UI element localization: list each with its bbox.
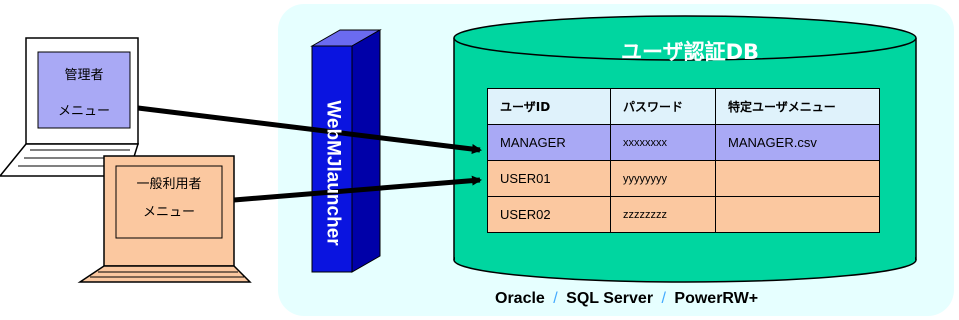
- database-title: ユーザ認証DB: [620, 40, 760, 64]
- cell-password: yyyyyyyy: [610, 160, 716, 197]
- cell-password: zzzzzzzz: [610, 196, 716, 233]
- cell-specific-menu: [715, 160, 880, 197]
- cell-specific-menu: MANAGER.csv: [715, 124, 880, 161]
- user-menu-line1: 一般利用者: [136, 176, 202, 192]
- product-sql-server: SQL Server: [566, 290, 654, 307]
- header-user-id: ユーザID: [487, 88, 611, 125]
- product-oracle: Oracle: [495, 290, 545, 307]
- admin-menu-line2: メニュー: [57, 103, 110, 119]
- user-menu-line2: メニュー: [142, 204, 195, 220]
- table-row: USER01 yyyyyyyy: [487, 160, 880, 197]
- launcher-label-wrap: WebMJlauncher: [318, 78, 348, 268]
- launcher-block: [310, 29, 382, 273]
- user-table: ユーザID パスワード 特定ユーザメニュー MANAGER xxxxxxxx M…: [487, 88, 880, 233]
- cell-user-id: USER02: [487, 196, 611, 233]
- table-row: MANAGER xxxxxxxx MANAGER.csv: [487, 124, 880, 161]
- separator: /: [553, 290, 558, 307]
- product-powerrw: PowerRW+: [674, 290, 759, 307]
- cell-password: xxxxxxxx: [610, 124, 716, 161]
- separator: /: [661, 290, 666, 307]
- cell-user-id: MANAGER: [487, 124, 611, 161]
- cell-specific-menu: [715, 196, 880, 233]
- admin-menu-line1: 管理者: [64, 67, 104, 83]
- launcher-label: WebMJlauncher: [323, 100, 345, 246]
- table-row: USER02 zzzzzzzz: [487, 196, 880, 233]
- database-products: Oracle / SQL Server / PowerRW+: [495, 290, 758, 308]
- cell-user-id: USER01: [487, 160, 611, 197]
- admin-arrow: [137, 105, 482, 154]
- header-password: パスワード: [610, 88, 716, 125]
- table-header-row: ユーザID パスワード 特定ユーザメニュー: [487, 88, 880, 125]
- user-arrow: [233, 175, 482, 203]
- user-laptop-icon: [77, 155, 252, 283]
- header-specific-menu: 特定ユーザメニュー: [715, 88, 880, 125]
